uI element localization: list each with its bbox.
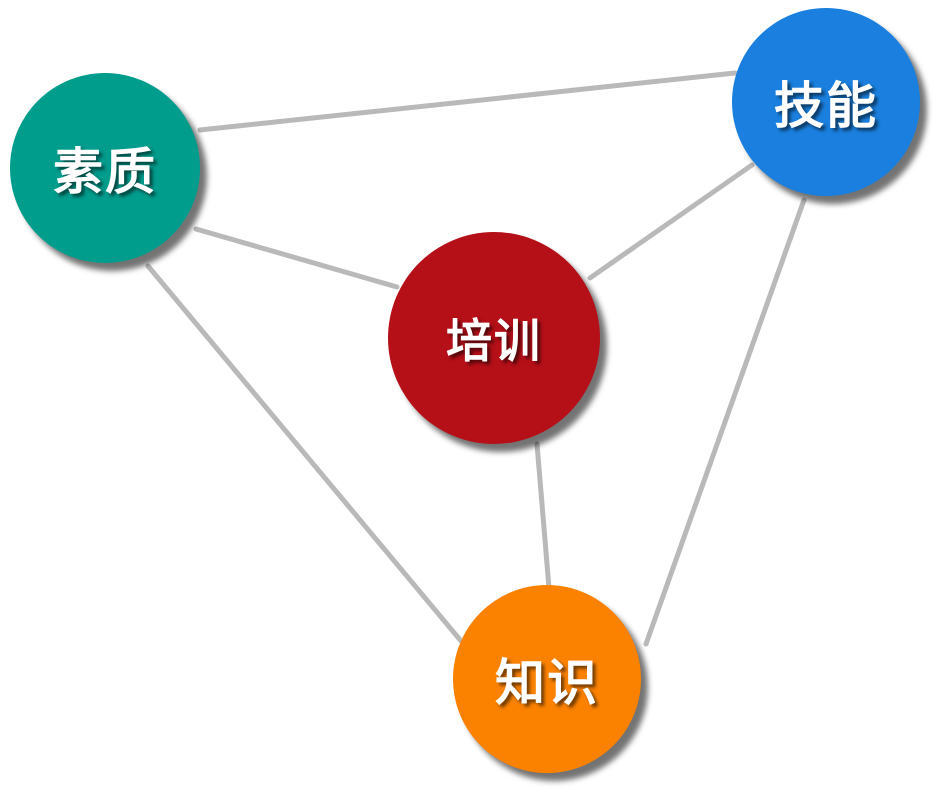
node-label-jineng: 技能 — [774, 76, 878, 135]
node-label-peixun: 培训 — [446, 314, 542, 368]
node-peixun: 培训 — [388, 232, 600, 444]
edge-peixun-zhishi — [534, 441, 552, 591]
edge-suzhi-zhishi — [145, 263, 464, 644]
node-jineng: 技能 — [732, 8, 920, 196]
edge-jineng-zhishi — [643, 197, 807, 647]
node-label-suzhi: 素质 — [53, 142, 157, 201]
edge-suzhi-jineng — [197, 70, 738, 133]
edge-jineng-peixun — [587, 162, 755, 281]
node-zhishi: 知识 — [453, 585, 641, 773]
node-suzhi: 素质 — [10, 73, 200, 263]
edge-suzhi-peixun — [193, 226, 400, 290]
node-label-zhishi: 知识 — [495, 653, 599, 712]
